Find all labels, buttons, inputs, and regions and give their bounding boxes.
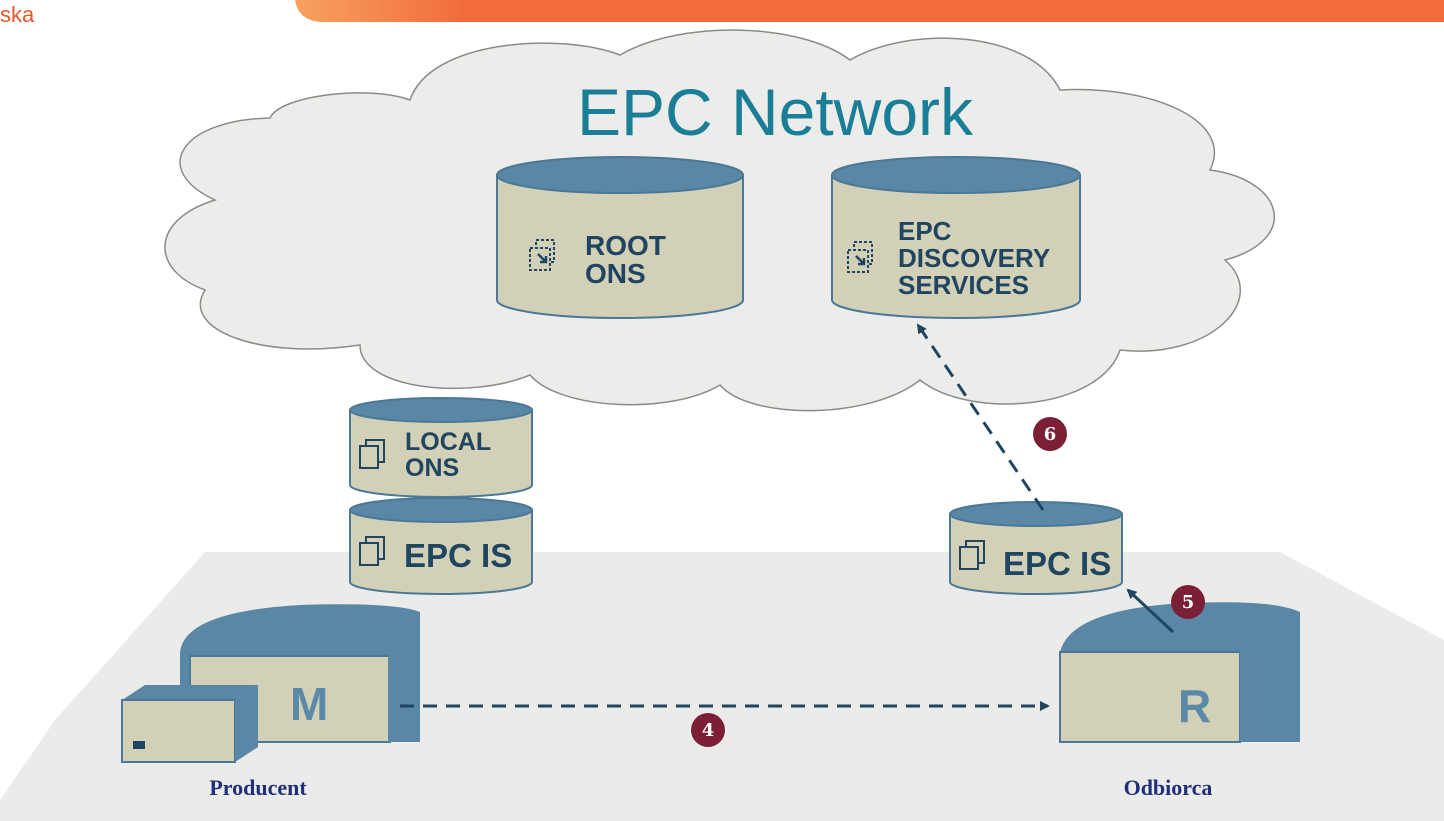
step-badge-6-text: 6 (1044, 424, 1057, 445)
receiver-building: R (1059, 602, 1300, 743)
epcis-producer-label: EPC IS (404, 537, 512, 574)
receiver-building-letter: R (1178, 680, 1211, 732)
discovery-line2: DISCOVERY (898, 243, 1050, 273)
arrow-step5 (1126, 588, 1175, 634)
local-ons-line1: LOCAL (405, 428, 491, 456)
header-accent-bar (295, 0, 1444, 22)
producer-building: M (121, 604, 420, 763)
discovery-services-database: EPC DISCOVERY SERVICES (831, 156, 1081, 319)
local-ons-line2: ONS (405, 454, 459, 482)
step-badge-6: 6 (1033, 417, 1067, 451)
local-ons-database: LOCAL ONS (349, 397, 533, 498)
step-badge-4-text: 4 (702, 720, 715, 741)
root-ons-database: ROOT ONS (496, 156, 744, 319)
epcis-receiver-database: EPC IS (949, 501, 1123, 595)
box-slot (133, 741, 145, 749)
corner-text: ska (0, 2, 35, 27)
cloud-title: EPC Network (577, 75, 974, 149)
producer-caption: Producent (209, 775, 307, 800)
step-badge-4: 4 (691, 713, 725, 747)
receiver-caption: Odbiorca (1124, 775, 1213, 800)
arrow-step6 (916, 323, 1045, 511)
root-ons-line1: ROOT (585, 230, 666, 261)
step-badge-5-text: 5 (1182, 592, 1195, 613)
epcis-producer-database: EPC IS (349, 497, 533, 595)
epcis-receiver-label: EPC IS (1003, 545, 1111, 582)
step-badge-5: 5 (1171, 585, 1205, 619)
discovery-line1: EPC (898, 216, 952, 246)
producer-building-letter: M (290, 678, 328, 730)
discovery-line3: SERVICES (898, 270, 1029, 300)
root-ons-line2: ONS (585, 258, 646, 289)
